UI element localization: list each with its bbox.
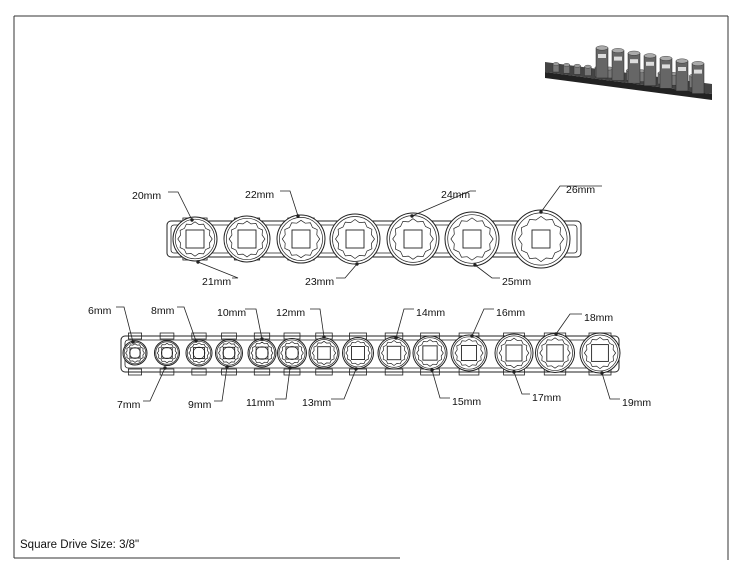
label-6mm: 6mm: [88, 305, 112, 317]
label-19mm: 19mm: [622, 397, 651, 409]
socket-7mm: [154, 332, 180, 376]
socket-rail-small: [120, 332, 621, 376]
socket-8mm: [185, 332, 213, 376]
socket-12mm: [308, 332, 340, 376]
isometric-thumbnail: [545, 45, 712, 100]
socket-21mm: [223, 215, 271, 263]
drive-size-note: Square Drive Size: 3/8": [20, 539, 140, 551]
socket-24mm: [386, 212, 440, 266]
label-12mm: 12mm: [276, 307, 305, 319]
socket-19mm: [579, 332, 621, 376]
socket-16mm: [450, 332, 488, 376]
size-labels: 20mm 22mm 24mm 26mm 21mm 23mm 25mm 6mm 8…: [88, 184, 651, 411]
label-24mm: 24mm: [441, 189, 470, 201]
socket-11mm: [277, 332, 307, 376]
label-17mm: 17mm: [532, 392, 561, 404]
socket-23mm: [329, 213, 381, 265]
label-13mm: 13mm: [302, 397, 331, 409]
label-26mm: 26mm: [566, 184, 595, 196]
label-23mm: 23mm: [305, 276, 334, 288]
socket-17mm: [494, 332, 534, 376]
socket-14mm: [377, 332, 411, 376]
socket-15mm: [412, 332, 448, 376]
label-9mm: 9mm: [188, 399, 212, 411]
label-18mm: 18mm: [584, 312, 613, 324]
socket-6mm: [122, 332, 148, 376]
label-11mm: 11mm: [246, 397, 275, 409]
label-16mm: 16mm: [496, 307, 525, 319]
label-14mm: 14mm: [416, 307, 445, 319]
label-15mm: 15mm: [452, 396, 481, 408]
label-10mm: 10mm: [217, 307, 246, 319]
socket-9mm: [215, 332, 243, 376]
label-8mm: 8mm: [151, 305, 175, 317]
socket-25mm: [444, 211, 500, 267]
socket-26mm: [511, 209, 571, 269]
socket-rail-large: [166, 209, 582, 269]
socket-22mm: [276, 214, 326, 264]
label-22mm: 22mm: [245, 189, 274, 201]
label-21mm: 21mm: [202, 276, 231, 288]
label-7mm: 7mm: [117, 399, 141, 411]
socket-13mm: [342, 332, 374, 376]
sheet-frame: [13, 15, 729, 560]
label-25mm: 25mm: [502, 276, 531, 288]
socket-20mm: [172, 216, 218, 262]
label-20mm: 20mm: [132, 190, 161, 202]
socket-18mm: [535, 332, 575, 376]
